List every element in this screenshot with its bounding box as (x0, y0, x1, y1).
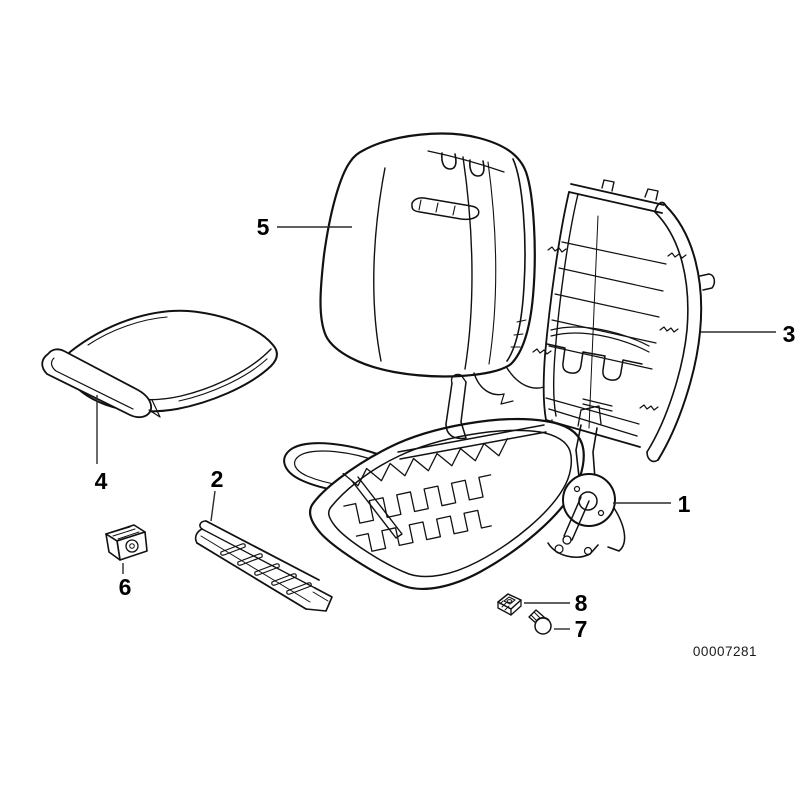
document-number: 00007281 (693, 644, 757, 659)
switch-drawing (105, 524, 148, 561)
callout-label-5: 5 (257, 214, 270, 240)
backrest-frame-drawing (532, 179, 716, 464)
trim-rail-drawing (194, 520, 333, 612)
seat-cushion-drawing (41, 309, 278, 419)
callout-label-4: 4 (95, 468, 108, 494)
callout-label-8: 8 (575, 590, 588, 616)
seat-frame-drawing (283, 373, 626, 590)
leader-line-2 (210, 490, 216, 522)
backrest-cushion-drawing (319, 132, 545, 405)
callout-label-3: 3 (783, 321, 796, 347)
callout-label-7: 7 (575, 616, 588, 642)
callout-label-6: 6 (119, 574, 132, 600)
clip-nut-drawing (497, 593, 522, 616)
callout-leaders (96, 226, 776, 630)
callout-label-1: 1 (678, 491, 691, 517)
callout-label-2: 2 (211, 466, 224, 492)
bolt-drawing (528, 609, 552, 635)
